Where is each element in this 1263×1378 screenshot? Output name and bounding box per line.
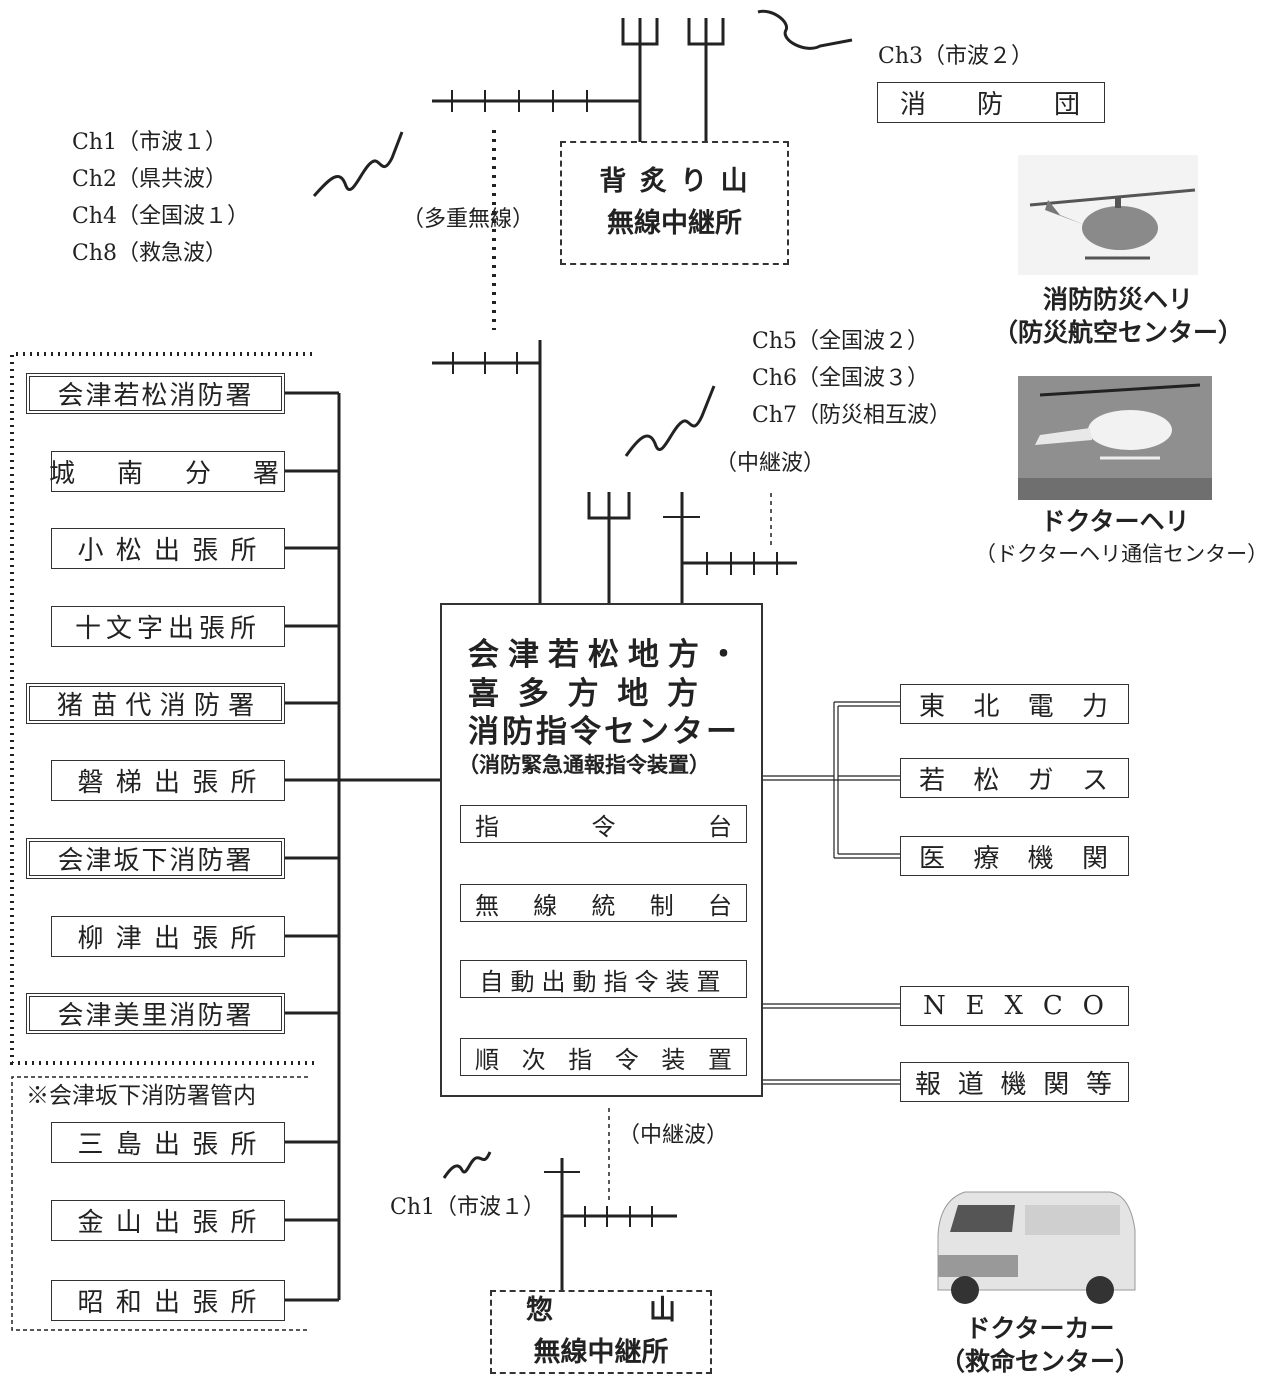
station-yanaizu: 柳 津 出 張 所 [51,916,285,957]
antenna-top-relay-right [687,18,725,142]
antenna-center-yagi [432,340,542,603]
antenna-center-fork [587,492,631,603]
antenna-center-relay [663,492,797,603]
station-aizubange: 会津坂下消防署 [26,838,285,879]
unit-auto-dispatch: 自動出動指令装置 [460,960,747,998]
relay-station-top: 背 炙 り 山 無線中継所 [560,141,789,265]
radio-wave-icon [442,1151,492,1179]
antenna-top-relay-yagi [432,90,640,112]
partner-wakamatsu-gas: 若松ガス [900,758,1129,798]
station-kaneyama: 金 山 出 張 所 [51,1200,285,1241]
center-title-1: 会津若松地方・ [468,637,748,673]
station-aizumisato: 会津美里消防署 [26,993,285,1034]
multiplex-radio-label: （多重無線） [402,207,535,232]
doctor-helicopter-image [1018,376,1212,500]
fire-helicopter-image [1018,155,1198,275]
relay-wave-label-bottom: （中継波） [618,1123,729,1148]
jurisdiction-dotted-border [10,352,318,1065]
relay-wave-label-top: （中継波） [715,451,826,476]
unit-radio-control-desk: 無 線 統 制 台 [460,884,747,922]
station-aizuwakamatsu: 会津若松消防署 [26,373,285,414]
center-title-3: 消防指令センター [468,714,740,750]
radio-wave-icon [624,385,716,457]
partner-medical: 医療機関 [900,836,1129,876]
station-inawashiro: 猪 苗 代 消 防 署 [26,683,285,724]
antenna-top-relay-left [621,18,659,142]
partner-tohoku-electric: 東北電力 [900,684,1129,724]
station-branches [285,391,339,1302]
station-mishima: 三 島 出 張 所 [51,1122,285,1163]
center-title-2: 喜 多 方 地 方 [468,676,703,712]
relay-station-bottom: 惣 山 無線中継所 [490,1290,712,1374]
channel-list-top-left: Ch1（市波１） Ch2（県共波） Ch4（全国波１） Ch8（救急波） [72,130,249,266]
doctor-car-image [937,1191,1136,1304]
fire-brigade-channel: Ch3（市波２） [878,44,1033,69]
bange-dashed-border [11,1076,308,1331]
station-jumonji: 十文字出張所 [51,606,285,647]
station-showa: 昭 和 出 張 所 [51,1280,285,1321]
partner-links-upper [763,701,900,859]
helicopter2-caption: ドクターヘリ （ドクターヘリ通信センター） [975,507,1263,566]
relay-station-bottom-type: 無線中継所 [533,1337,669,1368]
relay-station-bottom-name: 惣 山 [526,1295,676,1326]
station-jonan: 城 南 分 署 [49,451,285,492]
radio-wave-icon [757,9,853,50]
relay-station-top-type: 無線中継所 [607,208,742,239]
station-bandai: 磐 梯 出 張 所 [51,760,285,801]
helicopter1-caption: 消防防災ヘリ （防災航空センター） [992,285,1243,347]
unit-command-desk: 指 令 台 [460,805,747,843]
partner-links-lower [763,1003,900,1085]
channel-bottom: Ch1（市波１） [390,1195,545,1220]
doctor-car-caption: ドクターカー （救命センター） [939,1314,1140,1376]
station-komatsu: 小 松 出 張 所 [51,528,285,569]
fire-brigade-box: 消 防 団 [877,82,1105,123]
relay-station-top-name: 背 炙 り 山 [599,166,750,197]
radio-wave-icon [312,131,404,197]
command-center: 会津若松地方・ 喜 多 方 地 方 消防指令センター （消防緊急通報指令装置） … [440,603,763,1097]
center-subtitle: （消防緊急通報指令装置） [458,752,710,777]
antenna-bottom-relay [544,1158,677,1292]
partner-press: 報道機関等 [900,1062,1129,1102]
unit-sequential-command: 順 次 指 令 装 置 [460,1038,747,1076]
channel-list-center: Ch5（全国波２） Ch6（全国波３） Ch7（防災相互波） [752,329,951,428]
bange-jurisdiction-note: ※会津坂下消防署管内 [26,1083,256,1109]
